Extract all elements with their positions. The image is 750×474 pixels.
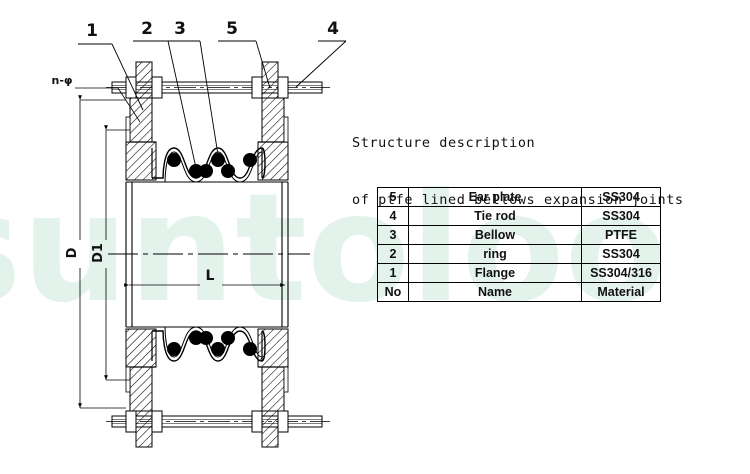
flange-upper-left bbox=[125, 97, 157, 181]
row-material: PTFE bbox=[581, 225, 661, 245]
row-no: 1 bbox=[377, 263, 409, 283]
row-name: ring bbox=[408, 244, 582, 264]
ear-plate-bottom-right bbox=[261, 410, 279, 448]
callout-label-4: 4 bbox=[327, 19, 339, 39]
table-row: 3 Bellow PTFE bbox=[377, 225, 661, 245]
callout-label-2: 2 bbox=[141, 19, 153, 39]
row-no: 4 bbox=[377, 206, 409, 226]
row-no: 2 bbox=[377, 244, 409, 264]
row-no: 3 bbox=[377, 225, 409, 245]
row-name: Ear plate bbox=[408, 187, 582, 207]
table-row: 2 ring SS304 bbox=[377, 244, 661, 264]
table-header-row: No Name Material bbox=[377, 282, 661, 302]
dimension-label-L: L bbox=[206, 268, 215, 284]
row-name: Bellow bbox=[408, 225, 582, 245]
dimension-D bbox=[78, 95, 126, 409]
ear-plate-bottom-left bbox=[135, 410, 153, 448]
title-line-1: Structure description bbox=[352, 135, 536, 151]
spec-table: 5 Ear plate SS304 4 Tie rod SS304 3 Bell… bbox=[377, 187, 661, 302]
joint-body bbox=[125, 181, 289, 328]
table-row: 4 Tie rod SS304 bbox=[377, 206, 661, 226]
flange-lower-left bbox=[125, 328, 157, 412]
flange-lower-right bbox=[257, 328, 289, 412]
callout-label-1: 1 bbox=[86, 21, 98, 41]
row-material: SS304/316 bbox=[581, 263, 661, 283]
header-material: Material bbox=[581, 282, 661, 302]
dimension-label-D1: D1 bbox=[91, 243, 106, 263]
callout-leaders bbox=[78, 40, 347, 169]
table-row: 5 Ear plate SS304 bbox=[377, 187, 661, 207]
row-name: Tie rod bbox=[408, 206, 582, 226]
row-name: Flange bbox=[408, 263, 582, 283]
ear-plate-top-left bbox=[135, 61, 153, 99]
ear-plate-top-right bbox=[261, 61, 279, 99]
reinforcing-rings-upper bbox=[167, 153, 257, 178]
row-no: 5 bbox=[377, 187, 409, 207]
dimension-D1 bbox=[104, 125, 130, 381]
bolt-hole-note-label: n-φ bbox=[51, 74, 72, 87]
header-name: Name bbox=[408, 282, 582, 302]
row-material: SS304 bbox=[581, 206, 661, 226]
row-material: SS304 bbox=[581, 244, 661, 264]
callout-label-5: 5 bbox=[226, 19, 238, 39]
dimension-label-D: D bbox=[65, 247, 80, 258]
table-row: 1 Flange SS304/316 bbox=[377, 263, 661, 283]
leader-n-phi bbox=[75, 87, 141, 123]
flange-upper-right bbox=[257, 97, 289, 181]
header-no: No bbox=[377, 282, 409, 302]
reinforcing-rings-lower bbox=[167, 331, 257, 356]
callout-label-3: 3 bbox=[174, 19, 186, 39]
row-material: SS304 bbox=[581, 187, 661, 207]
